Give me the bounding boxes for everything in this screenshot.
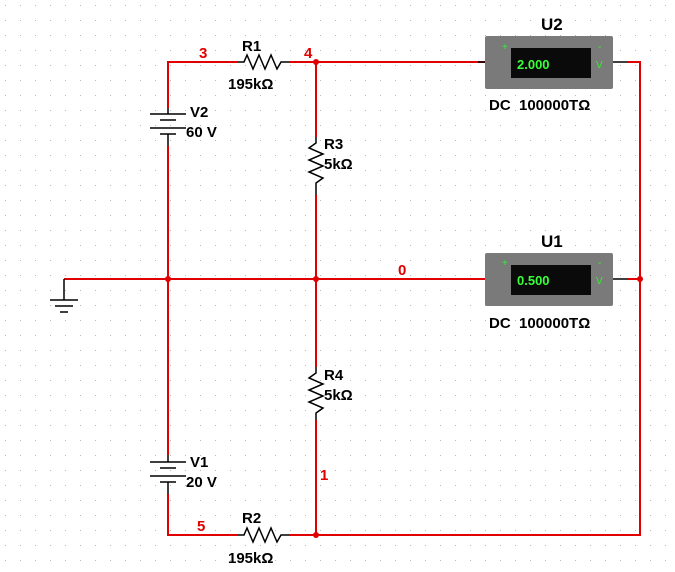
u1-mode: DC 100000TΩ	[489, 315, 590, 332]
ground-icon[interactable]	[50, 279, 78, 313]
junction-u1-u2	[637, 276, 643, 282]
r1-value: 195kΩ	[228, 76, 273, 93]
voltmeter-icon	[485, 253, 613, 306]
node-label-0: 0	[398, 262, 406, 279]
u1-name: U1	[541, 232, 563, 251]
resistor-icon	[238, 526, 290, 544]
v1-name: V1	[190, 454, 208, 471]
junction-r4-node-1	[313, 532, 319, 538]
meter-reading: 2.000	[517, 57, 550, 72]
voltmeter-u2[interactable]: 2.000 V + -	[478, 36, 628, 89]
meter-unit: V	[596, 60, 603, 71]
battery-v2[interactable]	[150, 108, 186, 146]
junctions	[165, 59, 643, 538]
u2-name: U2	[541, 15, 563, 34]
voltmeter-u1[interactable]: 0.500 V + -	[485, 253, 628, 306]
meter-plus-terminal: +	[502, 42, 508, 53]
junction-r3-node-0	[313, 276, 319, 282]
node-label-1: 1	[320, 467, 328, 484]
voltmeter-icon	[485, 36, 613, 89]
node-label-4: 4	[304, 45, 313, 62]
resistor-icon	[238, 53, 290, 71]
node-label-3: 3	[199, 45, 207, 62]
resistor-icon	[307, 367, 325, 420]
meter-screen	[511, 48, 591, 78]
resistor-r4[interactable]	[307, 367, 325, 420]
wires	[64, 61, 641, 536]
junction-v2-node-0	[165, 276, 171, 282]
r2-value: 195kΩ	[228, 550, 273, 567]
r2-name: R2	[242, 510, 261, 527]
r4-value: 5kΩ	[324, 387, 353, 404]
resistor-r1[interactable]	[238, 53, 290, 71]
battery-icon	[150, 108, 186, 146]
meter-unit: V	[596, 276, 603, 287]
resistor-r2[interactable]	[238, 526, 290, 544]
r3-name: R3	[324, 136, 343, 153]
grid-dots	[5, 5, 666, 561]
meter-minus-terminal: -	[598, 258, 601, 269]
u2-mode: DC 100000TΩ	[489, 97, 590, 114]
r1-name: R1	[242, 38, 261, 55]
battery-icon	[150, 455, 186, 494]
v2-name: V2	[190, 104, 208, 121]
v1-value: 20 V	[186, 474, 217, 491]
junction-node-4	[313, 59, 319, 65]
meter-reading: 0.500	[517, 273, 550, 288]
wire-node-1[interactable]	[290, 278, 641, 536]
v2-value: 60 V	[186, 124, 217, 141]
meter-minus-terminal: -	[598, 42, 601, 53]
resistor-r3[interactable]	[307, 137, 325, 195]
wire-node-5[interactable]	[167, 494, 238, 536]
r3-value: 5kΩ	[324, 156, 353, 173]
r4-name: R4	[324, 367, 344, 384]
node-label-5: 5	[197, 518, 205, 535]
resistor-icon	[307, 137, 325, 195]
wire-node-3[interactable]	[167, 61, 238, 108]
meter-plus-terminal: +	[502, 258, 508, 269]
wire-u2-minus[interactable]	[628, 61, 641, 279]
meter-screen	[511, 265, 591, 295]
battery-v1[interactable]	[150, 455, 186, 494]
